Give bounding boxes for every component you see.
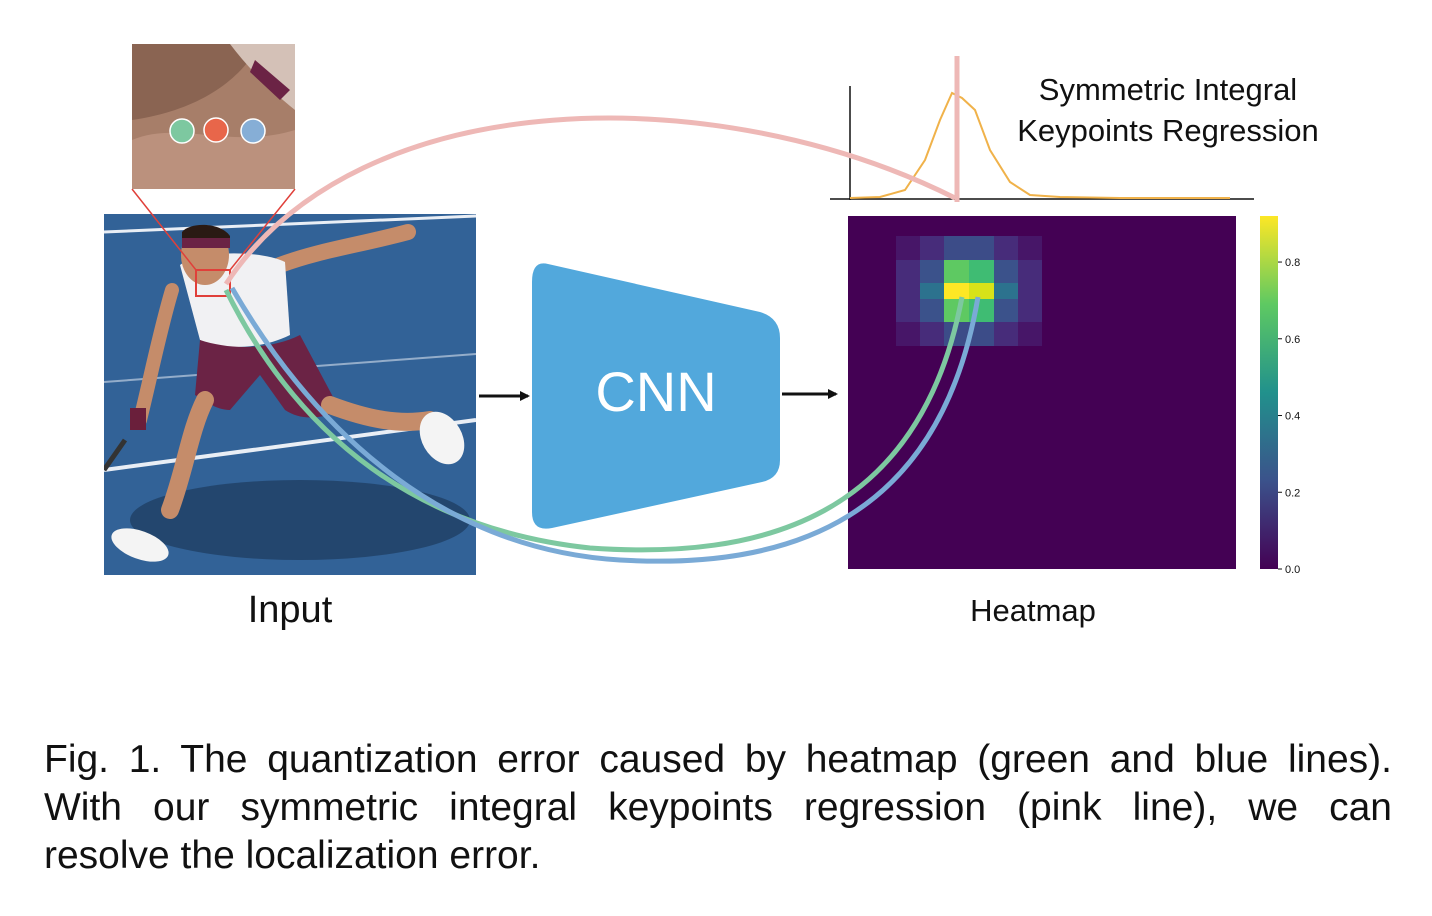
colorbar-tick-label: 0.2: [1285, 487, 1300, 499]
colorbar: 0.0 0.2 0.4 0.6 0.8: [1260, 216, 1300, 576]
cnn-block: [532, 263, 780, 529]
colorbar-tick-label: 0.6: [1285, 334, 1300, 346]
heatmap-hotspot: [896, 236, 1042, 346]
caption-line-1: Fig. 1. The quantization error caused by…: [44, 738, 1392, 781]
regression-plot: [830, 56, 1254, 202]
caption-line-2: With our symmetric integral keypoints re…: [44, 786, 1392, 829]
cnn-label: CNN: [595, 360, 716, 423]
regression-curve: [849, 91, 1230, 199]
regression-label-line1: Symmetric Integral: [1039, 72, 1297, 107]
regression-label-line2: Keypoints Regression: [1017, 113, 1319, 148]
caption-line-3: resolve the localization error.: [44, 834, 541, 877]
green-heatmap-line: [223, 288, 965, 553]
pink-regression-line: [223, 115, 957, 286]
heatmap: [848, 216, 1236, 569]
figure-caption: Fig. 1. The quantization error caused by…: [44, 736, 1392, 880]
zoom-patch: [132, 44, 295, 189]
heatmap-label: Heatmap: [970, 593, 1096, 628]
colorbar-tick-label: 0.0: [1285, 564, 1300, 576]
input-label: Input: [248, 589, 333, 631]
colorbar-tick-label: 0.4: [1285, 411, 1300, 423]
zoom-indicator: [131, 188, 296, 297]
colorbar-tick-label: 0.8: [1285, 257, 1300, 269]
blue-heatmap-line: [229, 286, 981, 564]
